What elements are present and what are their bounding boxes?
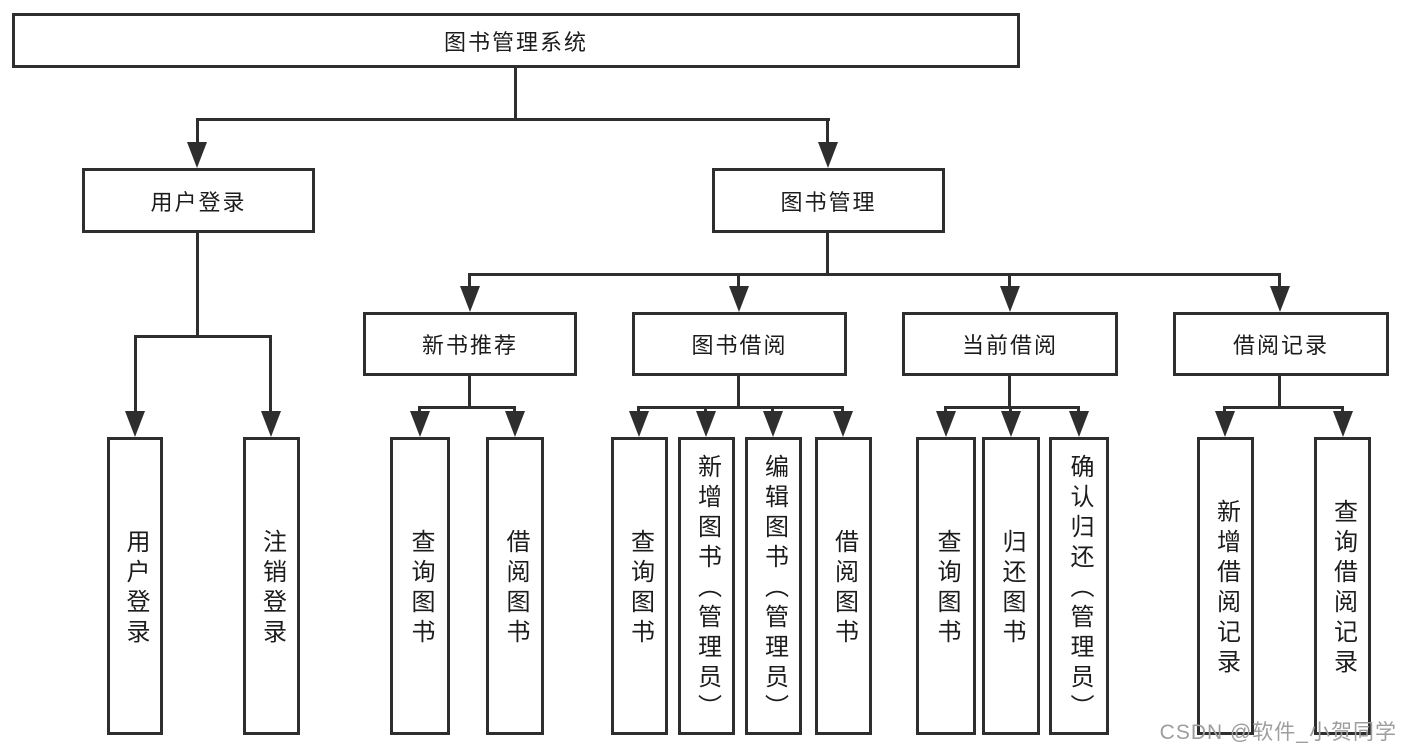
arrowhead-leaf-login	[125, 411, 145, 437]
node-user-login-label: 用户登录	[150, 189, 247, 215]
arrowhead-bookmgmt	[818, 142, 838, 168]
node-book-borrow-label: 图书借阅	[691, 333, 788, 358]
connector-currentborrow-hline	[945, 406, 1079, 409]
arrowhead-d3	[1069, 411, 1089, 437]
connector-leaf-logout-stem	[269, 335, 272, 413]
connector-root-stem	[514, 68, 517, 118]
arrowhead-d2	[1001, 411, 1021, 437]
arrowhead-b2	[505, 411, 525, 437]
leaf-query-borrow-record-label: 查询借阅记录	[1329, 499, 1357, 679]
leaf-add-borrow-record: 新增借阅记录	[1197, 437, 1254, 735]
leaf-newbook-borrow-books-label: 借阅图书	[502, 529, 529, 649]
connector-borrowrecords-stem	[1278, 273, 1281, 289]
connector-userlogin-hline	[134, 335, 272, 338]
connector-b2-stem	[513, 406, 516, 414]
connector-bookborrow-stem	[737, 273, 740, 289]
arrowhead-borrowrecords	[1270, 286, 1290, 312]
connector-userlogin-stem	[196, 118, 199, 144]
leaf-newbook-query-books-label: 查询图书	[407, 529, 434, 649]
connector-d2-stem	[1009, 406, 1012, 414]
node-book-management-label: 图书管理	[780, 189, 877, 215]
arrowhead-c1	[629, 411, 649, 437]
node-borrow-records-label: 借阅记录	[1232, 333, 1329, 358]
arrowhead-newbook	[460, 286, 480, 312]
connector-c2-stem	[704, 406, 707, 414]
arrowhead-leaf-logout	[261, 411, 281, 437]
connector-newbook-hline	[419, 406, 516, 409]
arrowhead-d1	[936, 411, 956, 437]
leaf-newbook-query-books: 查询图书	[390, 437, 450, 735]
connector-borrowrecords-down	[1278, 376, 1281, 406]
connector-bookborrow-down	[737, 376, 740, 406]
node-current-borrow-label: 当前借阅	[961, 333, 1058, 358]
node-borrow-records: 借阅记录	[1173, 312, 1389, 376]
arrowhead-c2	[696, 411, 716, 437]
connector-currentborrow-down	[1008, 376, 1011, 406]
connector-d1-stem	[944, 406, 947, 414]
connector-bookmgmt-stem	[826, 118, 829, 144]
arrowhead-c3	[763, 411, 783, 437]
leaf-borrow-borrow-books-label: 借阅图书	[830, 529, 858, 649]
leaf-add-book-admin: 新增图书（管理员）	[678, 437, 735, 735]
node-library-system-label: 图书管理系统	[443, 29, 588, 55]
arrowhead-b1	[410, 411, 430, 437]
connector-e1-stem	[1223, 406, 1226, 414]
node-library-system: 图书管理系统	[12, 13, 1020, 68]
leaf-logout-label: 注销登录	[258, 529, 286, 649]
node-new-book-recommend: 新书推荐	[363, 312, 577, 376]
arrowhead-userlogin	[187, 142, 207, 168]
connector-leaf-login-stem	[134, 335, 137, 413]
connector-c1-stem	[637, 406, 640, 414]
leaf-current-query-books-label: 查询图书	[933, 529, 960, 649]
connector-c3-stem	[771, 406, 774, 414]
leaf-add-book-admin-label: 新增图书（管理员）	[693, 454, 721, 724]
connector-bookborrow-hline	[638, 406, 844, 409]
leaf-confirm-return-admin: 确认归还（管理员）	[1049, 437, 1109, 735]
leaf-borrow-borrow-books: 借阅图书	[815, 437, 872, 735]
leaf-edit-book-admin-label: 编辑图书（管理员）	[760, 454, 788, 724]
leaf-borrow-query-books-label: 查询图书	[626, 529, 654, 649]
leaf-newbook-borrow-books: 借阅图书	[486, 437, 544, 735]
leaf-logout: 注销登录	[243, 437, 300, 735]
connector-newbook-down	[468, 376, 471, 406]
leaf-user-login-label: 用户登录	[122, 529, 149, 649]
arrowhead-bookborrow	[729, 286, 749, 312]
connector-d3-stem	[1077, 406, 1080, 414]
connector-root-hline	[196, 118, 830, 121]
csdn-watermark: CSDN @软件_小贺同学	[1159, 721, 1397, 744]
arrowhead-e2	[1333, 411, 1353, 437]
leaf-edit-book-admin: 编辑图书（管理员）	[745, 437, 802, 735]
connector-e2-stem	[1341, 406, 1344, 414]
connector-borrowrecords-hline	[1224, 406, 1344, 409]
leaf-user-login: 用户登录	[107, 437, 163, 735]
connector-currentborrow-stem	[1008, 273, 1011, 289]
node-current-borrow: 当前借阅	[902, 312, 1118, 376]
connector-newbook-stem	[468, 273, 471, 289]
node-user-login: 用户登录	[82, 168, 315, 233]
leaf-borrow-query-books: 查询图书	[611, 437, 668, 735]
node-book-borrow: 图书借阅	[632, 312, 847, 376]
leaf-return-book: 归还图书	[982, 437, 1040, 735]
connector-bookmgmt-down	[826, 233, 829, 273]
arrowhead-e1	[1215, 411, 1235, 437]
connector-c4-stem	[841, 406, 844, 414]
arrowhead-c4	[833, 411, 853, 437]
leaf-add-borrow-record-label: 新增借阅记录	[1212, 499, 1240, 679]
connector-bookmgmt-hline	[469, 273, 1281, 276]
connector-b1-stem	[418, 406, 421, 414]
leaf-return-book-label: 归还图书	[998, 529, 1025, 649]
leaf-current-query-books: 查询图书	[916, 437, 976, 735]
connector-userlogin-down	[196, 233, 199, 335]
arrowhead-currentborrow	[1000, 286, 1020, 312]
leaf-query-borrow-record: 查询借阅记录	[1314, 437, 1371, 735]
leaf-confirm-return-admin-label: 确认归还（管理员）	[1066, 454, 1093, 724]
node-new-book-recommend-label: 新书推荐	[421, 333, 518, 358]
node-book-management: 图书管理	[712, 168, 945, 233]
